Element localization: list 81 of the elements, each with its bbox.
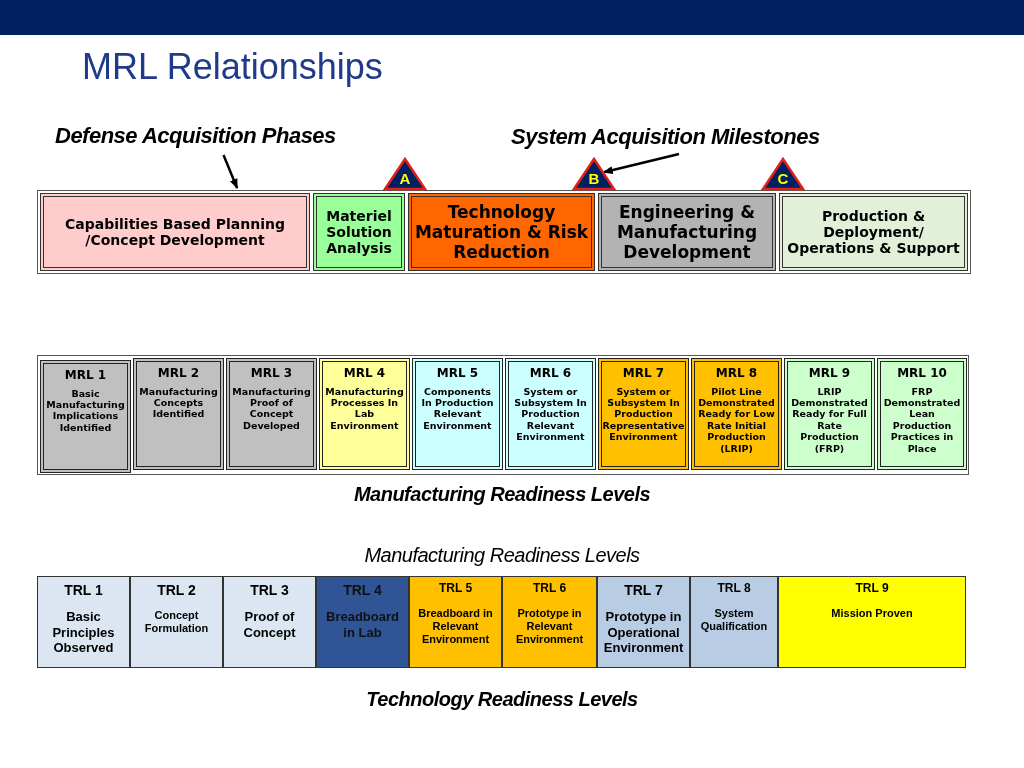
level-title: MRL 1: [64, 368, 107, 384]
phase-name: Production & Deployment/ Operations & Support: [786, 208, 961, 256]
level-title: TRL 6: [532, 581, 567, 597]
level-title: MRL 3: [250, 366, 293, 382]
level-title: MRL 7: [622, 366, 665, 382]
phase-box: [313, 193, 405, 271]
level-title: TRL 9: [855, 581, 889, 597]
level-description: Breadboard in Lab: [325, 609, 400, 641]
phase-name: Technology Maturation & Risk Reduction: [414, 202, 589, 262]
level-description: Proof of Concept: [242, 609, 297, 641]
trl-cell: [690, 576, 778, 668]
mrl-box: [226, 358, 317, 470]
level-title: MRL 6: [529, 366, 572, 382]
level-description: Manufacturing Proof of Concept Developed: [232, 385, 311, 432]
section-caption: Manufacturing Readiness Levels: [364, 544, 640, 567]
level-description: System or Subsystem In Production Relevant Environment: [513, 385, 588, 443]
level-title: MRL 5: [436, 366, 479, 382]
mrl-box: [319, 358, 410, 470]
phase-name: Engineering & Manufacturing Development: [615, 202, 759, 262]
milestone-triangle: [572, 157, 616, 191]
phase-box: [779, 193, 968, 271]
section-heading: Defense Acquisition Phases: [55, 123, 336, 149]
level-title: TRL 7: [624, 581, 663, 600]
phase-name: Capabilities Based Planning /Concept Development: [64, 216, 286, 248]
phase-name: Materiel Solution Analysis: [325, 208, 393, 256]
level-description: Mission Proven: [831, 606, 913, 620]
level-description: Pilot Line Demonstrated Ready for Low Rate Initial Production (LRIP): [698, 385, 775, 454]
mrl-box: [691, 358, 782, 470]
section-caption: Technology Readiness Levels: [366, 688, 638, 711]
level-title: TRL 3: [250, 581, 289, 600]
trl-cell: [37, 576, 130, 668]
mrl-box: [412, 358, 503, 470]
arrow: [602, 152, 680, 175]
mrl-box: [40, 360, 131, 473]
milestone-triangle: [383, 157, 427, 191]
mrl-box: [598, 358, 689, 470]
level-title: MRL 10: [897, 366, 947, 382]
trl-cell: [223, 576, 316, 668]
level-title: MRL 4: [343, 366, 386, 382]
level-title: MRL 9: [808, 366, 851, 382]
trl-cell: [409, 576, 502, 668]
phase-box: [40, 193, 310, 271]
level-description: System Qualification: [699, 606, 769, 633]
milestone-letter: A: [398, 170, 412, 187]
level-description: FRP Demonstrated Lean Production Practices in Place: [883, 385, 961, 454]
mrl-box: [133, 358, 224, 470]
trl-cell: [778, 576, 966, 668]
level-description: Manufacturing Concepts Identified: [139, 385, 218, 420]
section-heading: System Acquisition Milestones: [511, 124, 820, 150]
level-title: MRL 8: [715, 366, 758, 382]
level-title: MRL 2: [157, 366, 200, 382]
level-title: TRL 5: [438, 581, 473, 597]
level-description: Concept Formulation: [143, 609, 210, 636]
trl-cell: [316, 576, 409, 668]
mrl-box: [784, 358, 875, 470]
level-title: TRL 4: [343, 581, 382, 600]
trl-cell: [597, 576, 690, 668]
milestone-letter: C: [776, 170, 790, 187]
level-title: TRL 2: [157, 581, 196, 600]
phase-box: [408, 193, 595, 271]
section-caption: Manufacturing Readiness Levels: [353, 483, 651, 506]
milestone-letter: B: [587, 170, 601, 187]
milestone-triangle: [761, 157, 805, 191]
level-description: Prototype in Operational Environment: [602, 609, 685, 656]
level-title: TRL 8: [717, 581, 751, 597]
trl-cell: [502, 576, 597, 668]
level-description: System or Subsystem In Production Representative Environment: [602, 385, 685, 443]
mrl-box: [505, 358, 596, 470]
level-title: TRL 1: [64, 581, 103, 600]
slide-title: MRL Relationships: [82, 46, 383, 88]
phase-box: [598, 193, 776, 271]
level-description: Basic Principles Observed: [51, 609, 116, 656]
level-description: LRIP Demonstrated Ready for Full Rate Production (FRP): [791, 385, 868, 454]
arrow: [222, 154, 239, 189]
level-description: Breadboard in Relevant Environment: [417, 606, 494, 647]
level-description: Basic Manufacturing Implications Identified: [46, 387, 125, 434]
level-description: Manufacturing Processes In Lab Environment: [325, 385, 404, 432]
level-description: Components In Production Relevant Environment: [420, 385, 495, 432]
level-description: Prototype in Relevant Environment: [514, 606, 585, 647]
mrl-box: [877, 358, 967, 470]
trl-cell: [130, 576, 223, 668]
